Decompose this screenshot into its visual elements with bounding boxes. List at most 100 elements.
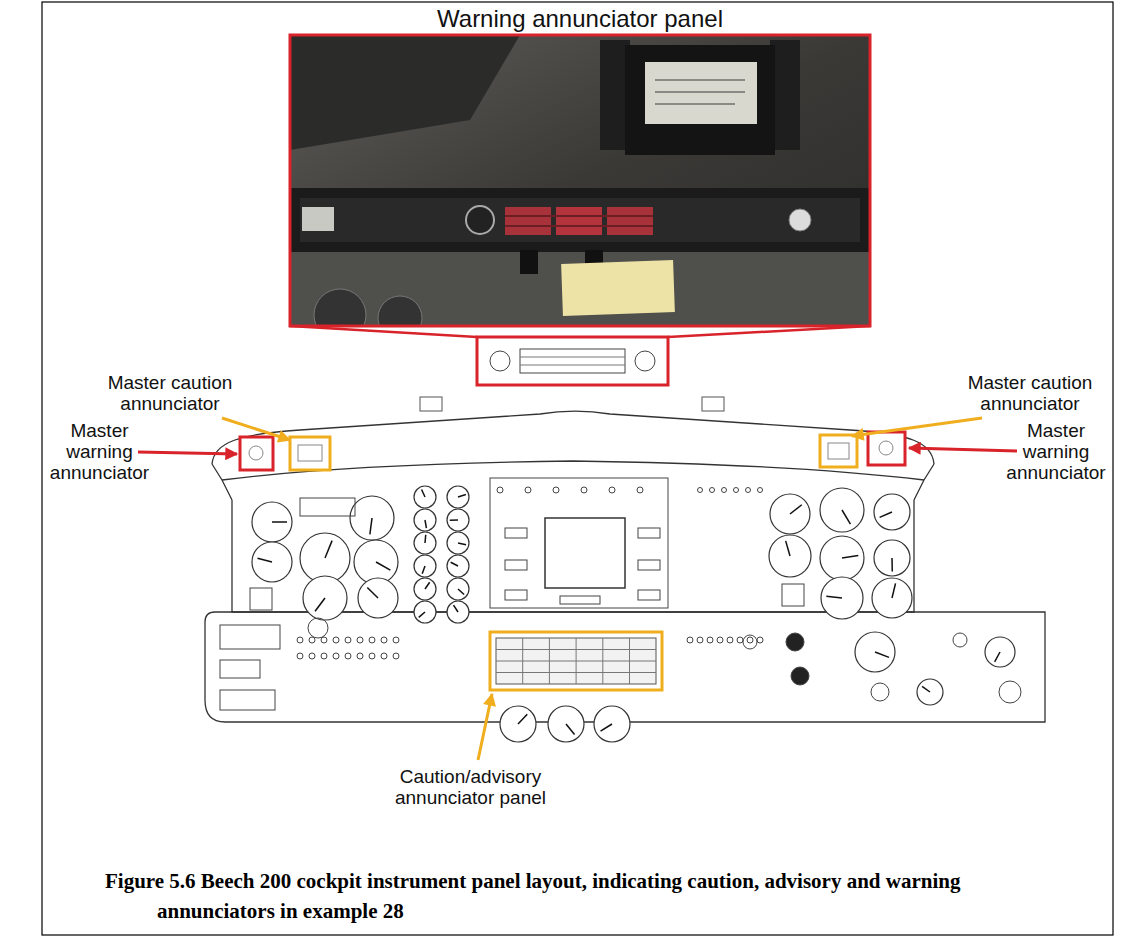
warning-panel-box — [477, 337, 668, 385]
warning-light — [556, 207, 602, 235]
gauge-needle — [518, 714, 527, 724]
switch-knob — [697, 637, 703, 643]
gauge-bezel — [354, 540, 398, 584]
gauge-bezel — [500, 706, 536, 742]
switch-knob — [321, 653, 327, 659]
device-placard — [645, 62, 757, 124]
gauge-needle — [419, 612, 425, 617]
gauge-bezel — [821, 577, 863, 619]
gauge-bezel — [447, 555, 469, 577]
switch-plate — [250, 588, 272, 610]
photo-shadow — [290, 35, 520, 150]
switch-plate — [220, 625, 280, 649]
placard-line — [655, 103, 735, 105]
switch-knob — [871, 683, 889, 701]
caution-panel-box — [490, 632, 662, 690]
instrument-gauge — [354, 540, 398, 584]
photo-gauge — [314, 289, 366, 326]
placard-line — [655, 79, 745, 81]
annunciator-lens — [249, 446, 263, 460]
switch-knob — [357, 637, 363, 643]
switch-knob — [999, 681, 1021, 703]
switch-knob — [369, 637, 375, 643]
display-screen — [545, 518, 625, 588]
glareshield-side — [914, 464, 934, 500]
gauge-bezel — [358, 578, 398, 618]
gauge-needle — [601, 724, 612, 731]
gauge-needle — [458, 495, 466, 497]
gauge-bezel — [855, 632, 895, 672]
instrument-gauge — [303, 576, 347, 620]
switch-knob — [345, 653, 351, 659]
gauge-bezel — [594, 706, 630, 742]
annunciator-bar — [290, 188, 870, 252]
gauge-needle — [786, 541, 790, 556]
gauge-needle — [424, 535, 426, 543]
switch-knob — [381, 637, 387, 643]
switch-knob — [497, 487, 503, 493]
gauge-bezel — [414, 601, 436, 623]
switch-knob — [687, 637, 693, 643]
instrument-gauge — [350, 496, 394, 540]
mount-tab — [520, 250, 538, 274]
gauge-needle — [425, 520, 426, 528]
gauge-needle — [566, 724, 575, 734]
switch-knob — [791, 667, 809, 685]
instrument-gauge — [917, 679, 943, 705]
switch-knob — [308, 618, 328, 638]
instrument-gauge — [769, 535, 811, 577]
instrument-gauge — [414, 509, 436, 531]
switch-knob — [321, 637, 327, 643]
warning-light — [505, 207, 551, 235]
master-caution-box — [290, 437, 330, 470]
switch-plate — [505, 590, 527, 600]
instrument-gauge — [500, 706, 536, 742]
switch-knob — [333, 637, 339, 643]
instrument-gauge — [358, 578, 398, 618]
gauge-needle — [422, 566, 425, 574]
gauge-bezel — [447, 509, 469, 531]
device-box — [625, 45, 775, 155]
panel-face — [290, 252, 870, 326]
annunciator-grid — [496, 638, 656, 684]
gauge-bezel — [917, 679, 943, 705]
gauge-needle — [458, 543, 466, 545]
leader-arrow — [478, 694, 492, 760]
switch-plate — [638, 560, 660, 570]
gauge-needle — [325, 541, 332, 558]
switch-plate — [220, 660, 260, 678]
master-warning-box — [240, 437, 273, 470]
master-warning-box — [868, 432, 905, 465]
glareshield-switch — [702, 397, 724, 411]
gauge-needle — [892, 583, 896, 598]
instrument-gauge — [447, 601, 469, 623]
panel-knob — [490, 351, 510, 371]
light-divider — [505, 225, 653, 227]
gauge-bezel — [770, 494, 810, 534]
sticky-note — [561, 260, 675, 316]
switch-plate — [560, 596, 600, 604]
annunciator-bar-face — [300, 198, 860, 242]
instrument-gauge — [820, 536, 864, 580]
switch-plate — [638, 590, 660, 600]
switch-knob — [297, 637, 303, 643]
callout-label: Master warning annunciator — [42, 420, 157, 483]
switch-knob — [369, 653, 375, 659]
instrument-gauge — [874, 540, 910, 576]
switch-knob — [345, 637, 351, 643]
warning-light — [607, 207, 653, 235]
instrument-gauge — [447, 509, 469, 531]
gauge-needle — [842, 556, 858, 558]
switch-plate — [638, 528, 660, 538]
gauge-needle — [891, 558, 893, 571]
gauge-needle — [458, 589, 464, 595]
dimmer-knob — [789, 209, 811, 231]
figure-frame — [42, 2, 1113, 935]
gauge-bezel — [447, 578, 469, 600]
switch-knob — [381, 653, 387, 659]
instrument-gauge — [820, 488, 864, 532]
gauge-needle — [272, 521, 287, 523]
switch-knob — [525, 487, 531, 493]
instrument-gauge — [252, 502, 292, 542]
